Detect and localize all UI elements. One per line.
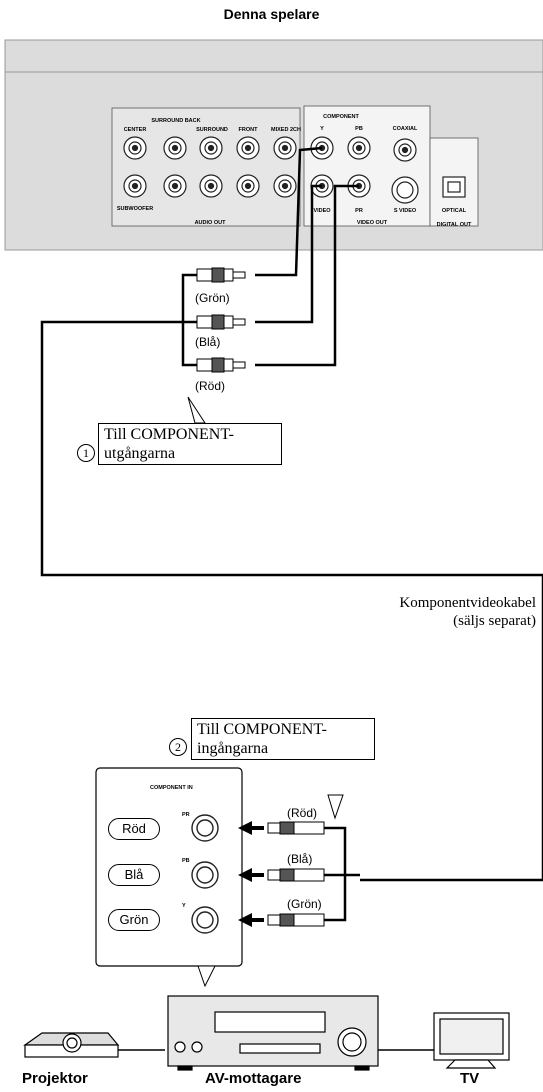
label-s-video: S VIDEO (394, 208, 417, 214)
callout1-line2: utgångarna (104, 445, 176, 462)
label-pb: PB (355, 126, 363, 132)
pill-row-1: Röd (108, 818, 160, 840)
label-video-out: VIDEO OUT (357, 220, 388, 226)
label-optical: OPTICAL (442, 208, 467, 214)
label-subwoofer: SUBWOOFER (117, 206, 153, 212)
tv-icon (433, 1012, 510, 1069)
cable-color-top-1: (Grön) (195, 291, 230, 305)
pill-row-2: Blå (108, 864, 160, 886)
pill-row-3: Grön (108, 909, 160, 931)
label-pr: PR (355, 208, 363, 214)
cable-label-line1: Komponentvideokabel (399, 595, 536, 611)
label-surround-back: SURROUND BACK (151, 118, 200, 124)
callout-2: Till COMPONENT- ingångarna (191, 718, 375, 760)
label-coaxial: COAXIAL (393, 126, 418, 132)
callout2-line2: ingångarna (197, 740, 269, 757)
callout-1: Till COMPONENT- utgångarna (98, 423, 282, 465)
label-surround: SURROUND (196, 127, 228, 133)
label-y: Y (320, 126, 324, 132)
projector-icon (23, 1032, 120, 1058)
step-number-2: 2 (169, 738, 187, 756)
cable-label-line2: (säljs separat) (453, 613, 536, 629)
label-component: COMPONENT (323, 114, 359, 120)
bottom-plugs (238, 821, 325, 927)
label-video: VIDEO (313, 208, 331, 214)
step-number-1: 1 (77, 444, 95, 462)
top-plugs (196, 267, 246, 373)
receiver-label: AV-mottagare (205, 1070, 302, 1087)
cable-color-bottom-3: (Grön) (287, 897, 322, 911)
jack-label-row-1: PR (182, 812, 190, 818)
callout2-tail (327, 794, 344, 820)
cable-color-bottom-2: (Blå) (287, 852, 313, 866)
cable-color-top-2: (Blå) (195, 335, 221, 349)
cable-color-bottom-1: (Röd) (287, 806, 318, 820)
cable-color-top-3: (Röd) (195, 379, 226, 393)
receiver-icon (167, 995, 379, 1071)
label-digital-out: DIGITAL OUT (437, 222, 472, 228)
cable-bundle (40, 273, 543, 882)
label-audio-out: AUDIO OUT (195, 220, 227, 226)
diagram-title: Denna spelare (223, 6, 320, 22)
projector-label: Projektor (22, 1070, 88, 1087)
player-cables (255, 146, 359, 367)
callout1-line1: Till COMPONENT- (104, 426, 234, 443)
bottom-bundle (324, 826, 360, 922)
cable-label: Komponentvideokabel (säljs separat) (340, 594, 536, 630)
player-back-panel: CENTER SURROUND BACK SURROUND FRONT MIXE… (4, 39, 543, 251)
jack-label-row-2: PB (182, 858, 190, 864)
label-mixed-2ch: MIXED 2CH (271, 127, 301, 133)
callout2-line1: Till COMPONENT- (197, 721, 327, 738)
label-front: FRONT (239, 127, 259, 133)
label-center: CENTER (124, 127, 147, 133)
tv-label: TV (460, 1070, 480, 1087)
receiver-panel-header: COMPONENT IN (150, 785, 193, 791)
jack-label-row-3: Y (182, 903, 186, 909)
callout1-tail (187, 396, 206, 424)
